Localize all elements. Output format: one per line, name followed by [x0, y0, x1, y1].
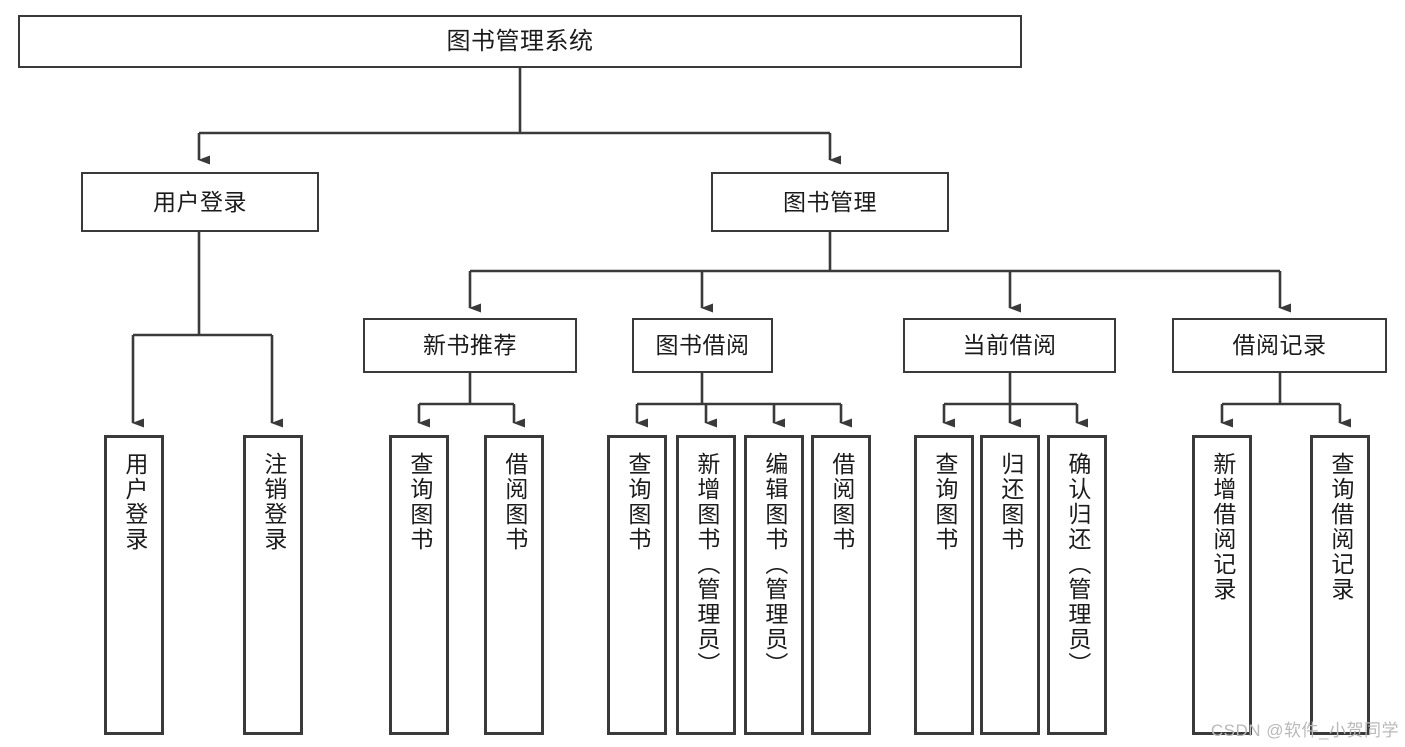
leaf-borrow-query-book[interactable]: 查询图书 [607, 435, 667, 735]
node-user-login[interactable]: 用户登录 [81, 172, 319, 232]
node-label: 查询图书 [406, 452, 433, 552]
node-label: 图书管理 [783, 188, 877, 215]
leaf-recommend-borrow-book[interactable]: 借阅图书 [484, 435, 544, 735]
node-label: 注销登录 [260, 452, 287, 552]
leaf-borrow-add-book-admin[interactable]: 新增图书（管理员） [676, 435, 736, 735]
node-label: 编辑图书（管理员） [761, 452, 788, 677]
node-label: 用户登录 [121, 452, 148, 552]
node-root-system[interactable]: 图书管理系统 [18, 15, 1022, 68]
node-label: 图书管理系统 [446, 27, 594, 55]
leaf-user-login-login[interactable]: 用户登录 [104, 435, 164, 735]
node-label: 新增借阅记录 [1209, 452, 1236, 602]
node-borrow-record[interactable]: 借阅记录 [1172, 318, 1387, 373]
leaf-record-add-record[interactable]: 新增借阅记录 [1192, 435, 1252, 735]
node-book-borrow[interactable]: 图书借阅 [632, 318, 773, 373]
node-label: 新增图书（管理员） [693, 452, 720, 677]
leaf-borrow-borrow-book[interactable]: 借阅图书 [811, 435, 871, 735]
node-label: 借阅记录 [1232, 332, 1327, 359]
node-book-management[interactable]: 图书管理 [711, 172, 949, 232]
node-label: 查询图书 [931, 452, 958, 552]
node-label: 新书推荐 [423, 332, 517, 359]
node-new-book-recommend[interactable]: 新书推荐 [363, 318, 577, 373]
leaf-user-login-logout[interactable]: 注销登录 [243, 435, 303, 735]
leaf-current-query-book[interactable]: 查询图书 [914, 435, 974, 735]
leaf-borrow-edit-book-admin[interactable]: 编辑图书（管理员） [744, 435, 804, 735]
leaf-record-query-record[interactable]: 查询借阅记录 [1310, 435, 1370, 735]
node-label: 归还图书 [997, 452, 1024, 552]
node-label: 查询借阅记录 [1327, 452, 1354, 602]
node-label: 借阅图书 [828, 452, 855, 552]
watermark-text: CSDN @软件_小贺同学 [1210, 721, 1399, 740]
leaf-recommend-query-book[interactable]: 查询图书 [389, 435, 449, 735]
node-label: 当前借阅 [962, 332, 1057, 359]
leaf-current-confirm-return-admin[interactable]: 确认归还（管理员） [1047, 435, 1107, 735]
node-label: 借阅图书 [501, 452, 528, 552]
leaf-current-return-book[interactable]: 归还图书 [980, 435, 1040, 735]
node-label: 图书借阅 [655, 332, 750, 359]
node-label: 用户登录 [153, 188, 247, 215]
node-label: 查询图书 [624, 452, 651, 552]
node-label: 确认归还（管理员） [1064, 452, 1091, 677]
node-current-borrow[interactable]: 当前借阅 [903, 318, 1116, 373]
